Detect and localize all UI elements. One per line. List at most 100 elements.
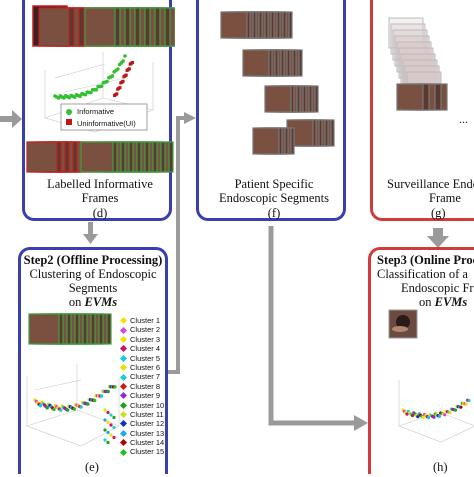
uninformative-point (124, 73, 128, 77)
panel-f-graphics (220, 11, 335, 155)
cluster-point (106, 430, 110, 435)
cluster-point (103, 408, 107, 412)
cluster-legend-item: Cluster 2 (119, 325, 164, 335)
cluster-label: Cluster 12 (130, 419, 165, 429)
cluster-label: Cluster 2 (130, 325, 161, 335)
informative-point (121, 59, 126, 63)
frame-stack-top (32, 5, 175, 47)
panel-surveillance: ... Surveillance Endo Frame (g) (370, 0, 474, 221)
cluster-point (92, 398, 97, 403)
informative-marker (66, 109, 72, 115)
uninformative-point (118, 86, 122, 90)
cluster-marker (119, 354, 128, 362)
cluster-point (443, 413, 447, 417)
arrow-g-to-h (427, 228, 449, 248)
cluster-point (103, 428, 107, 432)
cluster-label: Cluster 8 (130, 381, 161, 391)
header-e-on: on (68, 295, 85, 309)
panel-g-graphics (388, 17, 448, 111)
cluster-point (86, 402, 90, 406)
uninformative-point (127, 67, 131, 71)
informative-point (89, 90, 93, 95)
cluster-marker (119, 373, 128, 381)
cluster-point (72, 407, 77, 411)
segment-frame (220, 11, 248, 39)
step2-title: Step2 (Offline Processing) (23, 253, 163, 267)
panel-classification: Step3 (Online Proc Classification of a E… (368, 247, 474, 474)
arrow-into-d (0, 116, 12, 122)
frame-card (28, 313, 60, 345)
cluster-point (65, 408, 70, 412)
cluster-point (106, 420, 110, 425)
cluster-point (109, 433, 113, 437)
informative-point (123, 54, 127, 58)
uninformative-point (115, 92, 119, 96)
informative-point (83, 92, 88, 97)
cluster-point (448, 411, 452, 415)
cluster-point (459, 405, 463, 409)
cluster-point (103, 418, 107, 422)
legend-box-d (60, 103, 148, 131)
caption-d: Labelled Informative Frames (d) (25, 177, 175, 220)
cluster-point (112, 425, 116, 430)
cluster-label: Cluster 9 (130, 391, 161, 401)
cluster-point (421, 415, 425, 420)
frame-card (80, 141, 114, 173)
uninformative-point (131, 61, 134, 64)
cluster-marker (119, 335, 128, 344)
cluster-legend-item: Cluster 11 (119, 410, 164, 419)
cluster-point (467, 398, 471, 403)
cluster-point (405, 412, 409, 416)
ellipsis-g: ... (459, 112, 468, 126)
cluster-marker (119, 411, 128, 419)
panel-e-graphics (26, 313, 120, 447)
segment-stacks (220, 11, 335, 155)
tag-e: (e) (85, 460, 99, 474)
legend-informative: Informative (77, 107, 115, 116)
cluster-point (109, 413, 113, 417)
cluster-legend-item: Cluster 12 (119, 419, 165, 429)
clustered-frames (28, 313, 112, 345)
cluster-label: Cluster 3 (130, 334, 161, 344)
cluster-point (432, 415, 436, 419)
cluster-legend-item: Cluster 10 (119, 401, 164, 410)
segment-frame (252, 127, 280, 155)
cluster-label: Cluster 15 (130, 447, 165, 457)
cluster-marker (119, 317, 128, 325)
legend-uninformative: Uninformative(UI) (77, 119, 136, 129)
cluster-label: Cluster 6 (130, 362, 161, 372)
cluster-label: Cluster 7 (130, 372, 161, 382)
informative-point (99, 84, 104, 88)
uninformative-marker (66, 119, 72, 125)
header-h: Step3 (Online Proc Classification of a E… (371, 253, 474, 309)
cluster-marker (119, 429, 128, 437)
legend-d: Informative Uninformative(UI) (77, 107, 136, 129)
panel-h-graphics (388, 309, 474, 443)
caption-d-line2: Frames (81, 191, 119, 205)
header-e-line3: Segments (68, 281, 118, 295)
cluster-point (106, 440, 110, 445)
cluster-point (112, 435, 116, 440)
cluster-label: Cluster 1 (130, 316, 161, 325)
cluster-point (109, 423, 113, 427)
cluster-point (112, 415, 116, 420)
cluster-marker (119, 326, 128, 334)
cluster-marker (119, 364, 128, 372)
segment-frame (242, 49, 270, 77)
cluster-marker (119, 448, 128, 456)
frame-stack-bottom-red (26, 141, 94, 173)
caption-g-line1: Surveillance Endo (387, 177, 474, 191)
cluster-legend-item: Cluster 13 (119, 429, 164, 438)
frame-card (26, 141, 58, 173)
cluster-point (52, 407, 56, 412)
cluster-legend-item: Cluster 4 (119, 344, 164, 353)
cluster-marker (119, 392, 128, 400)
cluster-point (106, 389, 110, 394)
panel-d-graphics (26, 5, 175, 173)
cluster-point (79, 405, 83, 409)
arrow-d-to-e (88, 222, 93, 236)
cluster-legend-item: Cluster 8 (119, 381, 164, 391)
surveillance-frame (396, 83, 424, 111)
